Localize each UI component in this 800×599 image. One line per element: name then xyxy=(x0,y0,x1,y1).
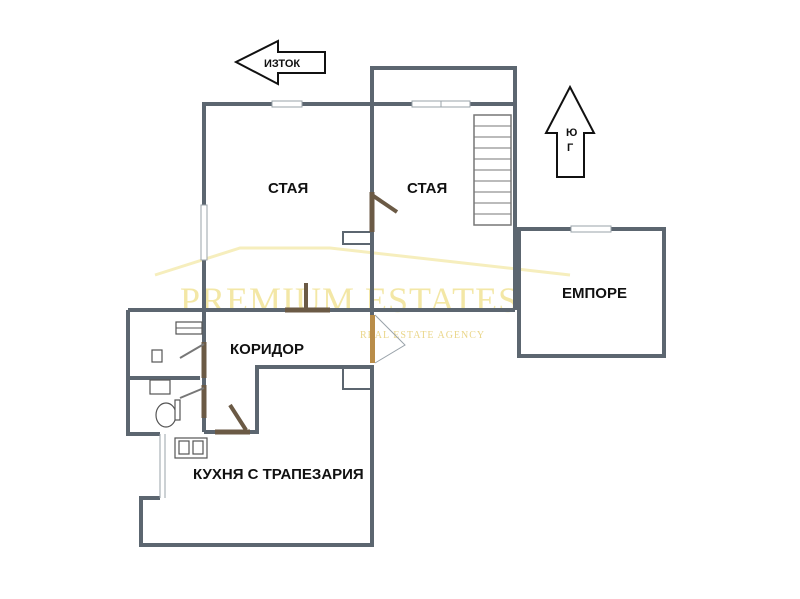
door-leaf xyxy=(179,343,205,359)
bathroom-block xyxy=(126,310,207,436)
room-right xyxy=(342,66,517,310)
entrance-door-panel xyxy=(370,315,375,363)
door-leaf xyxy=(228,403,248,432)
south-label-1: Ю xyxy=(566,127,577,139)
window xyxy=(271,100,303,108)
room-label-corridor: КОРИДОР xyxy=(230,341,304,358)
wall-column xyxy=(342,366,373,390)
window xyxy=(200,204,208,261)
room-label-kitchen: КУХНЯ С ТРАПЕЗАРИЯ xyxy=(193,466,364,483)
south-arrow-icon: Ю Г xyxy=(544,84,596,178)
watermark: PREMIUM ESTATES REAL ESTATE AGENCY xyxy=(154,246,571,341)
room-balcony xyxy=(517,225,666,358)
room-left xyxy=(200,100,372,310)
room-label-balcony: ЕМПОРЕ xyxy=(562,285,627,302)
shower-icon xyxy=(175,321,203,335)
entrance-door xyxy=(370,310,406,364)
toilet-icon xyxy=(155,399,181,428)
door-swing xyxy=(374,314,406,364)
watermark-roof xyxy=(154,246,571,277)
kitchen-outline xyxy=(139,365,374,547)
watermark-tagline: REAL ESTATE AGENCY xyxy=(360,330,485,341)
south-label-2: Г xyxy=(567,142,574,154)
east-label: ИЗТОК xyxy=(264,58,300,70)
wall-column xyxy=(342,231,373,245)
staircase xyxy=(473,114,512,226)
door-leaf xyxy=(370,193,399,214)
door-leaf xyxy=(179,387,205,399)
window xyxy=(570,225,612,233)
east-arrow-icon: ИЗТОК xyxy=(233,39,326,86)
watermark-brand: PREMIUM ESTATES xyxy=(180,280,519,320)
sink-icon xyxy=(149,349,171,395)
stove-icon xyxy=(174,437,208,459)
room-label-right: СТАЯ xyxy=(407,180,447,197)
room-label-left: СТАЯ xyxy=(268,180,308,197)
corridor-top-wall xyxy=(128,283,515,313)
